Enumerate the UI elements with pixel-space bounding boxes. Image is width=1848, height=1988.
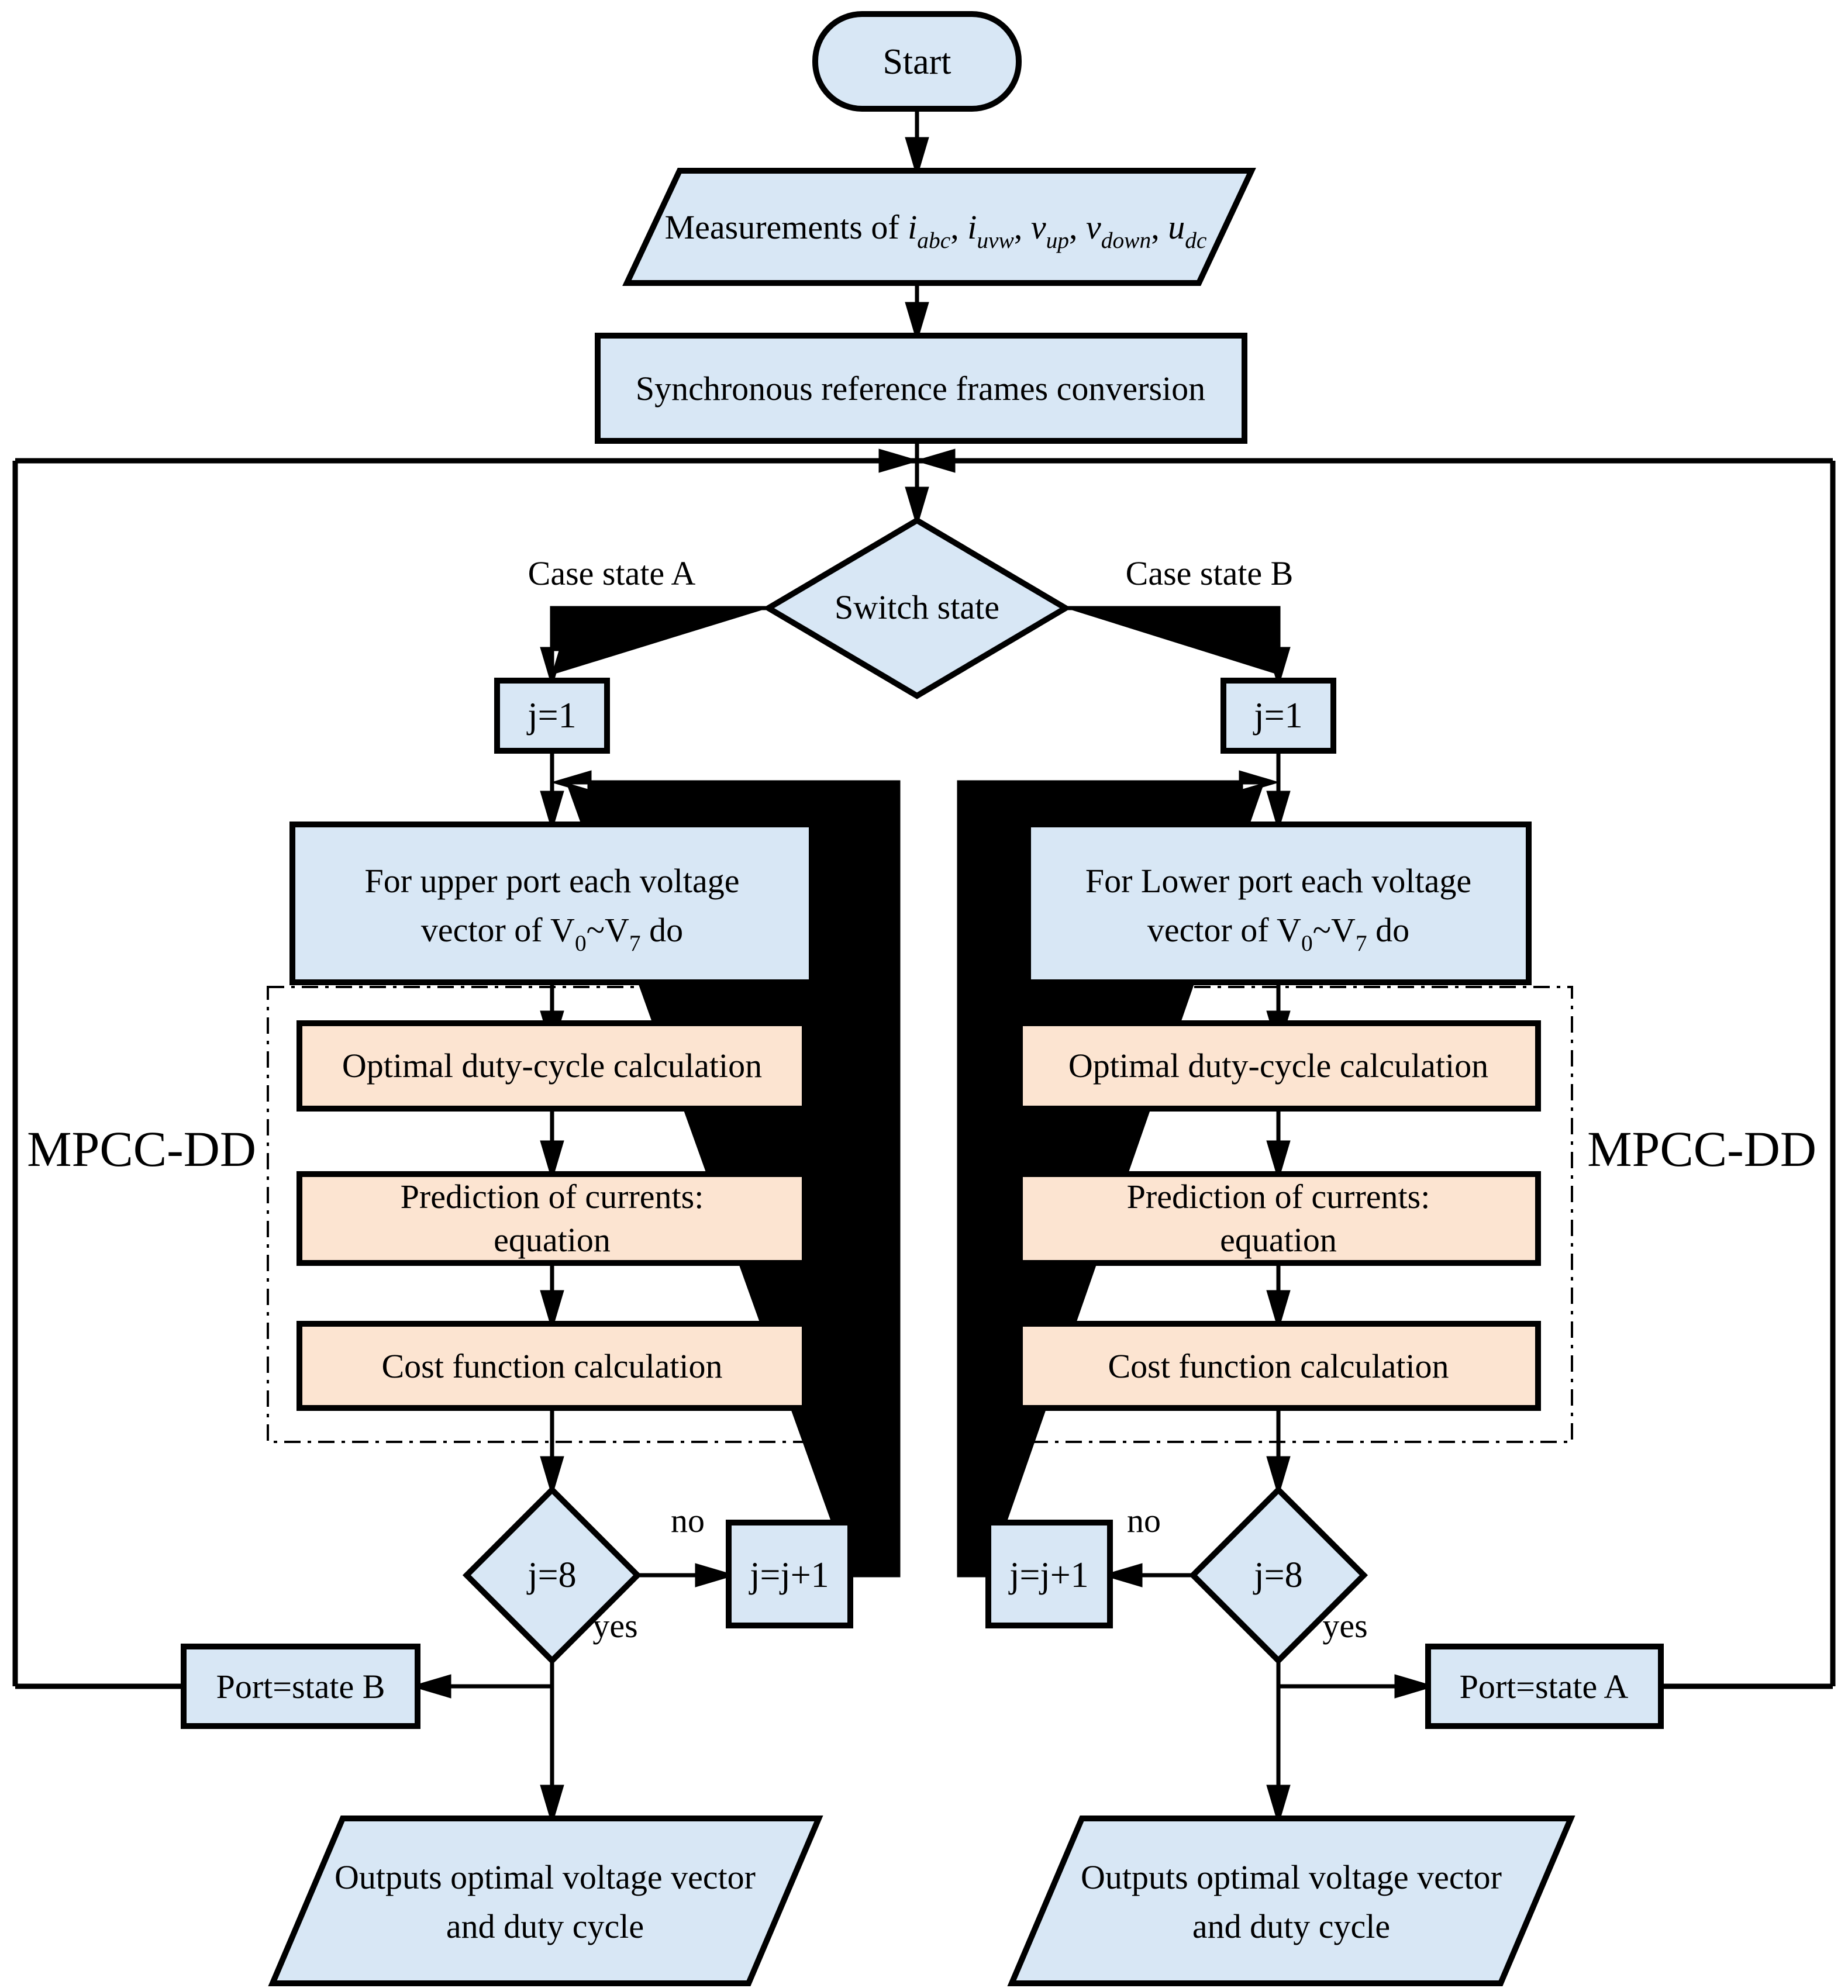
increment-node-left [726, 1520, 853, 1628]
yes-label-right: yes [1322, 1607, 1367, 1645]
init-label-left: j=1 [526, 696, 576, 736]
port-label-left: Port=state B [216, 1668, 385, 1706]
edge-no-left [637, 1563, 736, 1587]
mpcc-dd-label-left: MPCC-DD [27, 1121, 256, 1177]
switch-state-label: Switch state [835, 588, 999, 626]
edge-sync-switch [905, 441, 929, 528]
for-loop-node-left [289, 822, 815, 985]
edge-cost-check-right [1266, 1408, 1291, 1497]
edge-start-measurements [905, 109, 929, 178]
edge-measurements-sync [905, 283, 929, 343]
feedback-bus-arrow-right [914, 448, 956, 473]
sync-label: Synchronous reference frames conversion [636, 370, 1205, 408]
prediction-line2-right: equation [1220, 1221, 1337, 1259]
edge-prediction-cost-left [540, 1263, 564, 1331]
init-label-right: j=1 [1253, 696, 1302, 736]
edge-prediction-cost-right [1266, 1263, 1291, 1331]
for-loop-line2-left: vector of V0~V7 do [421, 911, 683, 956]
init-node-right [1220, 678, 1336, 754]
port-node-right [1425, 1644, 1664, 1729]
measurements-node [622, 168, 1256, 286]
edge-duty-prediction-left [540, 1109, 564, 1182]
check-node-left [462, 1485, 642, 1665]
switch-state-node [763, 517, 1071, 699]
cost-label-left: Cost function calculation [381, 1347, 722, 1385]
sync-node [595, 333, 1247, 444]
check-label-left: j=8 [526, 1555, 576, 1595]
output-line1-left: Outputs optimal voltage vector [335, 1858, 756, 1896]
output-line1-right: Outputs optimal voltage vector [1081, 1858, 1502, 1896]
edge-switch-init-left [540, 606, 768, 688]
edge-init-for-right [1266, 751, 1291, 832]
edge-port-left [410, 1674, 552, 1699]
measurements-label: Measurements of iabc, iuvw, vup, vdown, … [665, 208, 1207, 253]
edge-init-for-left [540, 751, 564, 832]
init-node-left [494, 678, 610, 754]
no-label-right: no [1127, 1502, 1161, 1540]
case-state-b-label: Case state B [1126, 554, 1294, 592]
prediction-line1-right: Prediction of currents: [1127, 1178, 1430, 1216]
port-label-right: Port=state A [1460, 1668, 1629, 1706]
prediction-line1-left: Prediction of currents: [401, 1178, 704, 1216]
edge-cost-check-left [540, 1408, 564, 1497]
cost-node-left [296, 1321, 808, 1411]
check-label-right: j=8 [1253, 1555, 1302, 1595]
mpcc-dd-box-right [989, 986, 1573, 1443]
output-line2-right: and duty cycle [1192, 1907, 1390, 1945]
branch-right: j=1 For Lower port each voltage vector o… [985, 678, 1816, 1986]
duty-node-right [1017, 1020, 1541, 1112]
start-node [812, 11, 1022, 112]
cost-label-right: Cost function calculation [1108, 1347, 1449, 1385]
edge-switch-init-right [1066, 606, 1291, 688]
edge-duty-prediction-right [1266, 1109, 1291, 1182]
edge-port-right [1278, 1674, 1436, 1699]
prediction-node-right [1017, 1171, 1541, 1266]
start-label: Start [882, 42, 951, 82]
prediction-node-left [296, 1171, 808, 1266]
port-node-left [181, 1644, 420, 1729]
case-state-a-label: Case state A [528, 554, 696, 592]
increment-label-left: j=j+1 [749, 1555, 829, 1595]
increment-label-right: j=j+1 [1008, 1555, 1088, 1595]
no-label-left: no [671, 1502, 705, 1540]
check-node-right [1188, 1485, 1368, 1665]
for-loop-line1-right: For Lower port each voltage [1085, 862, 1471, 900]
yes-label-left: yes [592, 1607, 637, 1645]
branch-left: j=1 For upper port each voltage vector o… [27, 678, 853, 1986]
prediction-line2-left: equation [494, 1221, 611, 1259]
cost-node-right [1017, 1321, 1541, 1411]
for-loop-node-right [1025, 822, 1532, 985]
feedback-bus-arrow-left [878, 448, 920, 473]
mpcc-dd-box-left [267, 986, 855, 1443]
output-node-right [1007, 1816, 1575, 1986]
output-line2-left: and duty cycle [446, 1907, 644, 1945]
duty-node-left [296, 1020, 808, 1112]
duty-label-left: Optimal duty-cycle calculation [342, 1047, 762, 1085]
for-loop-line1-left: For upper port each voltage [364, 862, 739, 900]
increment-node-right [985, 1520, 1113, 1628]
for-loop-line2-right: vector of V0~V7 do [1147, 911, 1409, 956]
edge-no-right [1101, 1563, 1193, 1587]
output-node-left [268, 1816, 823, 1986]
duty-label-right: Optimal duty-cycle calculation [1068, 1047, 1488, 1085]
mpcc-dd-label-right: MPCC-DD [1587, 1121, 1816, 1177]
